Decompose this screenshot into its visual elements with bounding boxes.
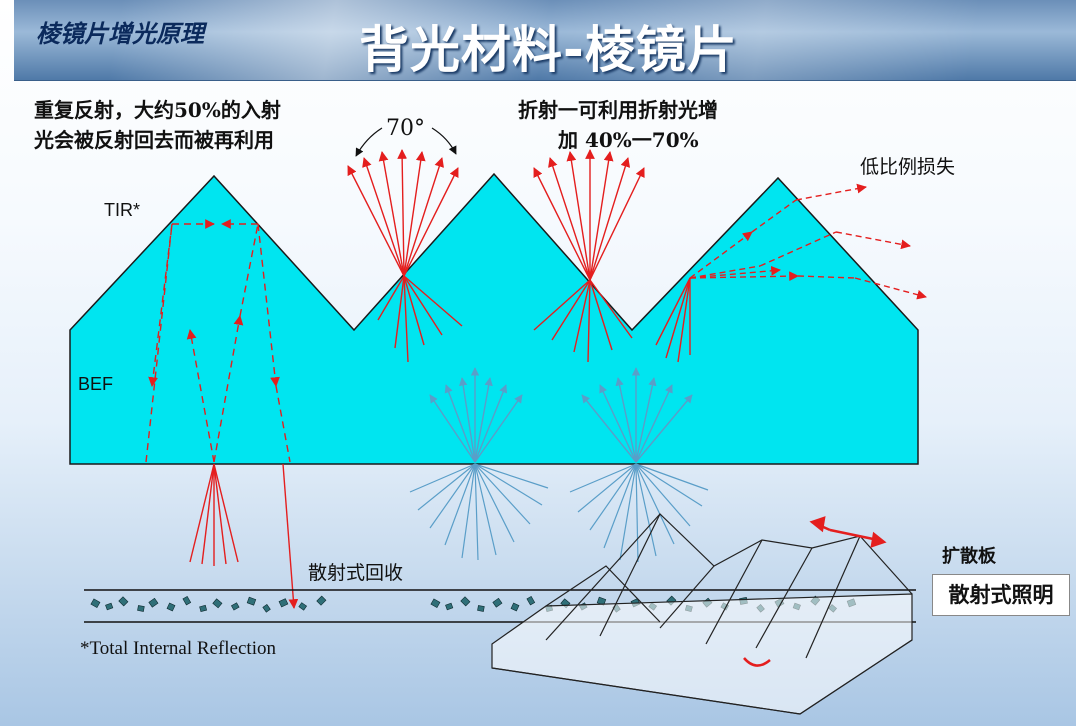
- reflection-note-line1: 重复反射，大约50%的入射: [34, 98, 281, 122]
- red-refracted-rays-right: [533, 149, 645, 363]
- footnote: *Total Internal Reflection: [80, 638, 276, 659]
- direction-arrow: [809, 516, 887, 548]
- header-streak: [14, 0, 1076, 80]
- header-banner: 棱镜片增光原理 背光材料-棱镜片: [14, 0, 1076, 81]
- section-title: 棱镜片增光原理: [36, 20, 204, 48]
- scatter-illumination-label: 散射式照明: [932, 574, 1070, 616]
- scatter-recycle-label: 散射式回收: [308, 562, 404, 584]
- tir-label: TIR*: [104, 200, 140, 220]
- page-title: 背光材料-棱镜片: [359, 21, 738, 79]
- blue-rays-right: [581, 367, 693, 463]
- low-loss-label: 低比例损失: [860, 156, 956, 178]
- blue-rays-left: [429, 367, 523, 463]
- incoming-red-rays: [189, 463, 299, 609]
- refraction-note-line2: 加 40%一70%: [558, 128, 699, 152]
- refraction-note-line1: 折射一可利用折射光增: [518, 98, 718, 122]
- prism-3d-sheet: [491, 512, 913, 715]
- red-refracted-rays-left: [347, 149, 463, 363]
- tir-rays: [145, 219, 291, 463]
- prism-sheet: [69, 172, 919, 465]
- angle-arrows: [355, 127, 457, 157]
- angle-label: 70°: [386, 116, 425, 141]
- blue-rays-below: [409, 463, 709, 563]
- diffuser-label: 扩散板: [942, 546, 996, 567]
- bef-label: BEF: [78, 374, 114, 394]
- reflection-note-line2: 光会被反射回去而被再利用: [34, 128, 274, 152]
- low-loss-rays: [655, 183, 927, 363]
